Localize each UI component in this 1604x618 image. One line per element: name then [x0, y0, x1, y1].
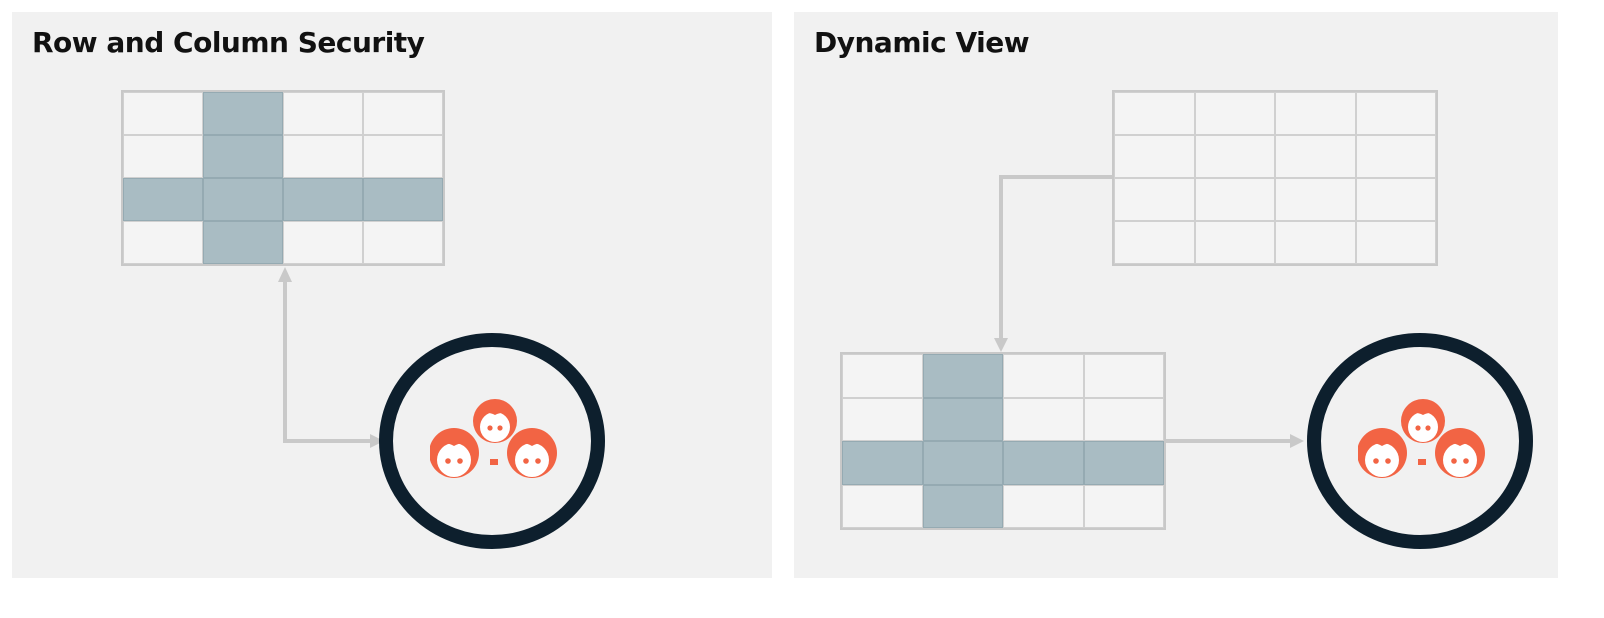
people-group-icon — [1357, 395, 1488, 489]
table-cell-highlighted — [203, 178, 283, 221]
panel-dynamic-view: Dynamic View — [794, 12, 1558, 578]
table-cell — [1114, 135, 1195, 178]
table-cell — [123, 221, 203, 264]
person-icon — [1357, 428, 1407, 478]
group-circle — [379, 333, 605, 549]
person-icon — [473, 399, 517, 443]
table-cell — [1083, 354, 1164, 398]
person-icon — [507, 428, 557, 478]
arrow-icon — [278, 267, 292, 282]
table-cell — [1003, 354, 1084, 398]
table-cell — [363, 92, 443, 135]
table-cell — [1114, 92, 1195, 135]
table-cell — [1083, 484, 1164, 528]
table-cell — [283, 221, 363, 264]
table-cell — [1355, 135, 1436, 178]
table-cell-highlighted — [842, 441, 923, 485]
table-cell — [1114, 221, 1195, 264]
people-group-icon — [429, 395, 560, 489]
table-cell — [1083, 397, 1164, 441]
table-cell — [123, 135, 203, 178]
table-cell-highlighted — [203, 221, 283, 264]
table-cell — [1355, 221, 1436, 264]
table-cell — [1194, 178, 1275, 221]
table-cell-highlighted — [922, 397, 1003, 441]
table-cell — [283, 135, 363, 178]
view-table-grid — [840, 352, 1166, 530]
table-cell — [842, 397, 923, 441]
table-cell-highlighted — [203, 135, 283, 178]
table-cell-highlighted — [363, 178, 443, 221]
person-icon — [1401, 399, 1445, 443]
table-cell-highlighted — [922, 484, 1003, 528]
table-cell — [283, 92, 363, 135]
table-cell — [363, 221, 443, 264]
person-icon — [429, 428, 479, 478]
arrow-icon — [1290, 434, 1304, 448]
table-cell-highlighted — [203, 92, 283, 135]
table-cell — [1194, 221, 1275, 264]
table-cell — [1275, 135, 1356, 178]
table-cell — [1275, 92, 1356, 135]
person-icon — [1435, 428, 1485, 478]
table-cell — [1114, 178, 1195, 221]
arrow-icon — [994, 338, 1008, 352]
table-grid — [121, 90, 445, 266]
source-table-grid — [1112, 90, 1438, 266]
group-circle — [1307, 333, 1533, 549]
table-cell — [842, 484, 923, 528]
table-cell-highlighted — [922, 354, 1003, 398]
table-cell — [1194, 135, 1275, 178]
table-cell-highlighted — [1083, 441, 1164, 485]
table-cell — [1355, 178, 1436, 221]
table-cell — [1275, 221, 1356, 264]
panel-title: Row and Column Security — [32, 26, 425, 59]
table-cell — [363, 135, 443, 178]
table-cell — [1355, 92, 1436, 135]
panel-title: Dynamic View — [814, 26, 1030, 59]
table-cell-highlighted — [1003, 441, 1084, 485]
connector-arrow — [278, 267, 605, 549]
table-cell-highlighted — [283, 178, 363, 221]
table-cell — [1003, 397, 1084, 441]
table-cell — [842, 354, 923, 398]
table-cell — [1003, 484, 1084, 528]
table-cell — [123, 92, 203, 135]
panel-row-column-security: Row and Column Security — [12, 12, 772, 578]
table-cell — [1194, 92, 1275, 135]
table-cell — [1275, 178, 1356, 221]
arrow-icon — [370, 434, 384, 448]
connector-arrow — [994, 175, 1533, 549]
table-cell-highlighted — [123, 178, 203, 221]
table-cell-highlighted — [922, 441, 1003, 485]
